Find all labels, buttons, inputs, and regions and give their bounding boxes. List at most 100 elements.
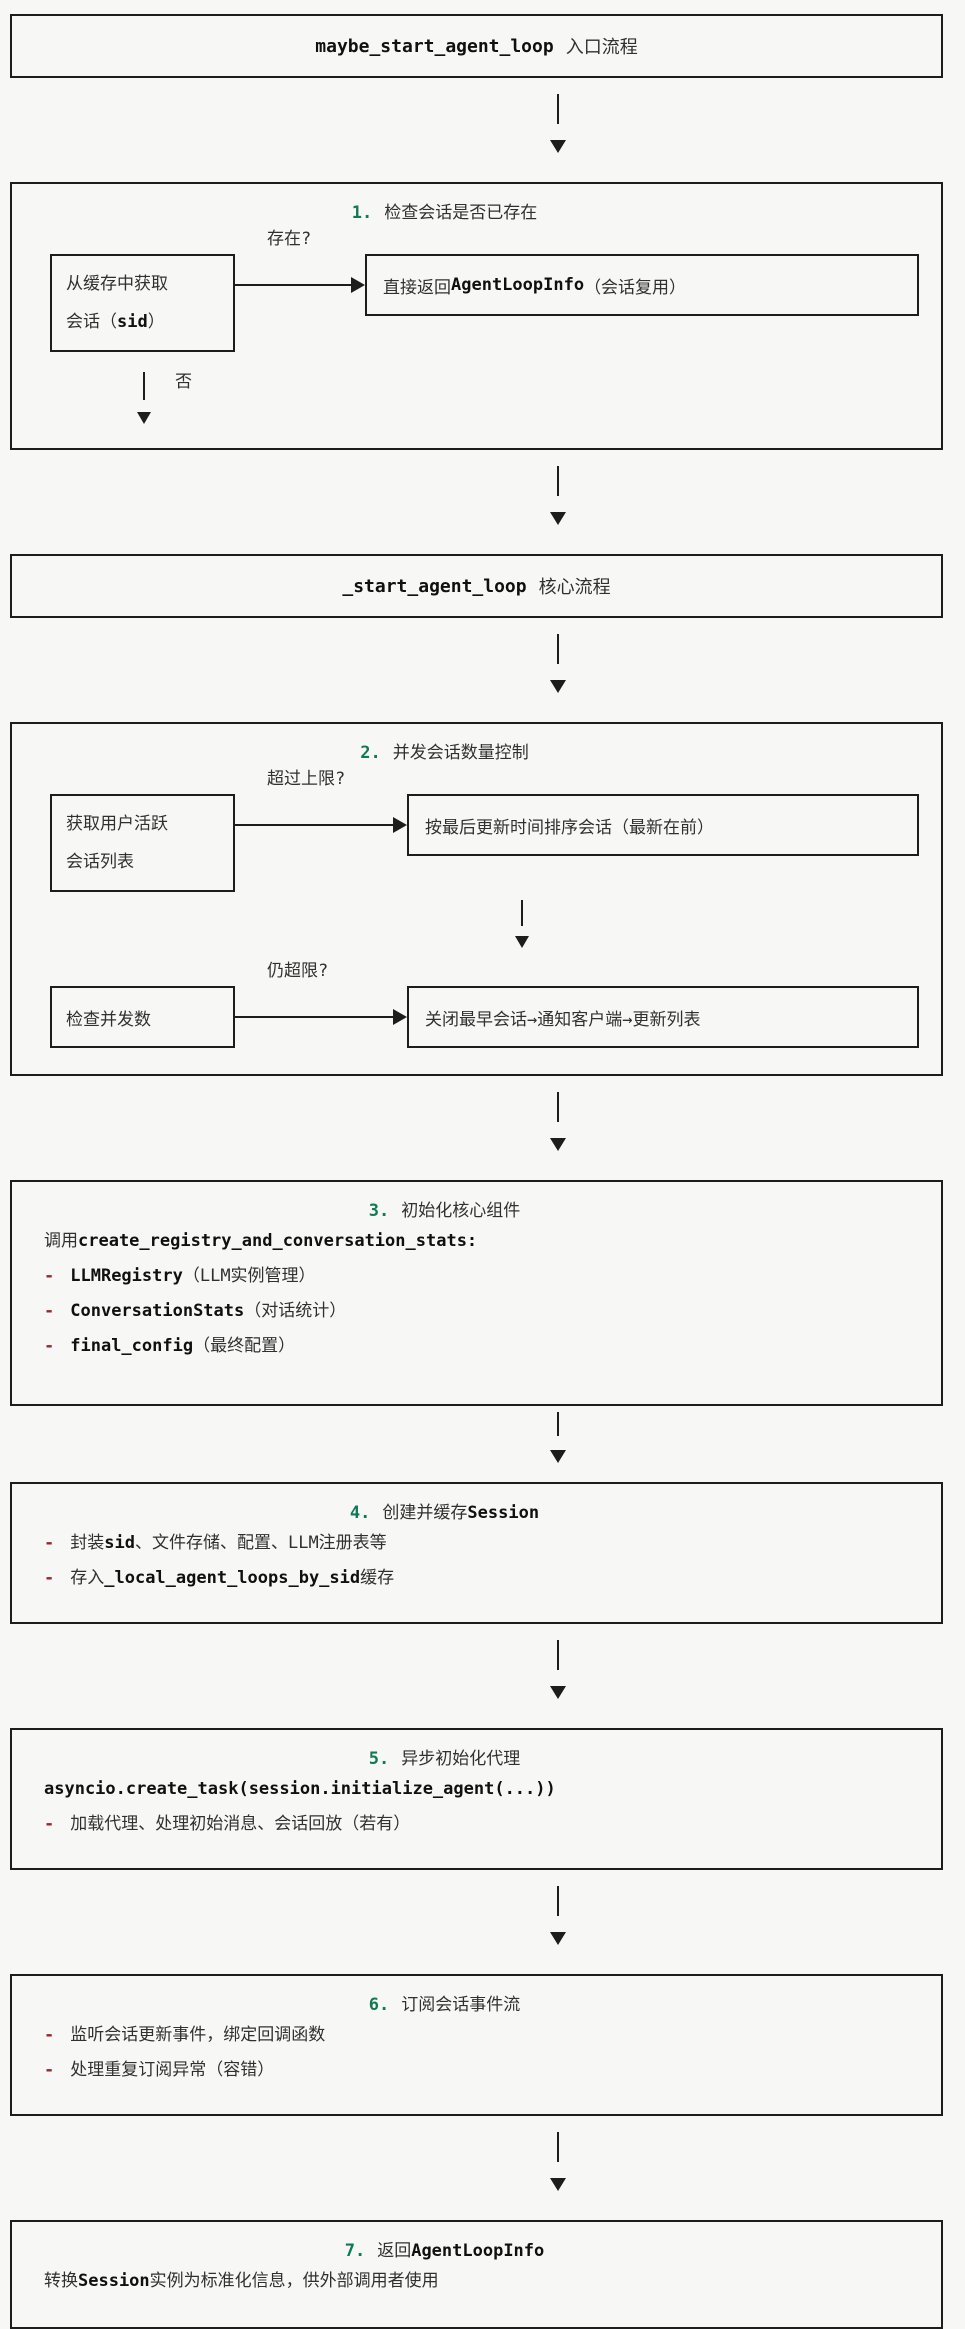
core-flow-code: _start_agent_loop [342, 575, 527, 597]
arrow-shaft [235, 1016, 393, 1018]
bullet-line: -LLMRegistry（LLM实例管理） [44, 1266, 316, 1286]
connector-line [557, 466, 559, 496]
arrow-right-icon [351, 277, 365, 293]
step1-heading: 1. 检查会话是否已存在 [0, 184, 909, 226]
branch-label-still-over: 仍超限? [267, 961, 329, 981]
bullet-line: -处理重复订阅异常（容错） [44, 2060, 275, 2080]
bullet-line: -加载代理、处理初始消息、会话回放（若有） [44, 1814, 411, 1834]
sort-sessions-box: 按最后更新时间排序会话（最新在前） [407, 794, 919, 856]
arrow-right [235, 986, 407, 1048]
arrow-down-icon [550, 1686, 566, 1699]
connector-line [557, 1412, 559, 1436]
arrow-right-icon [393, 1009, 407, 1025]
dash-bullet: - [44, 2025, 55, 2045]
step-title: 初始化核心组件 [401, 1201, 521, 1221]
core-flow-title-box: _start_agent_loop 核心流程 [10, 554, 943, 618]
step-number: 1. [351, 203, 373, 223]
dash-bullet: - [44, 1568, 55, 1588]
step-number: 5. [368, 1749, 390, 1769]
step-title: 创建并缓存 [382, 1503, 468, 1523]
connector-line [557, 634, 559, 664]
step-number: 7. [344, 2241, 366, 2261]
dash-bullet: - [44, 1814, 55, 1834]
branch-label-exists: 存在? [267, 229, 312, 249]
arrow-right-icon [393, 817, 407, 833]
dash-bullet: - [44, 1336, 55, 1356]
arrow-down-icon [550, 2178, 566, 2191]
bullet-line: -存入_local_agent_loops_by_sid缓存 [44, 1568, 395, 1588]
bullet-line: -封装sid、文件存储、配置、LLM注册表等 [44, 1533, 387, 1553]
step-number: 6. [368, 1995, 390, 2015]
check-concurrency-box: 检查并发数 [50, 986, 235, 1048]
step6-box: 6.订阅会话事件流 -监听会话更新事件，绑定回调函数 -处理重复订阅异常（容错） [10, 1974, 943, 2116]
close-session-box: 关闭最早会话→通知客户端→更新列表 [407, 986, 919, 1048]
arrow-down-icon [550, 140, 566, 153]
arrow-down-icon [550, 1450, 566, 1463]
flow-connector [0, 1870, 965, 1974]
dash-bullet: - [44, 1301, 55, 1321]
connector-line [557, 1092, 559, 1122]
arrow-right [235, 254, 365, 316]
step-title: 并发会话数量控制 [392, 743, 529, 763]
arrow-down-icon [550, 1932, 566, 1945]
connector-line [557, 1640, 559, 1670]
step7-body-line: 转换Session实例为标准化信息，供外部调用者使用 [44, 2271, 439, 2291]
sub-connector [12, 892, 941, 958]
step-title: 检查会话是否已存在 [384, 203, 538, 223]
step5-code-line: asyncio.create_task(session.initialize_a… [44, 1779, 556, 1799]
cache-fetch-box: 从缓存中获取 会话（sid） [50, 254, 235, 352]
arrow-down-icon [550, 1138, 566, 1151]
dash-bullet: - [44, 1266, 55, 1286]
arrow-shaft [235, 284, 351, 286]
arrow-down-icon [550, 512, 566, 525]
step-title: 订阅会话事件流 [401, 1995, 521, 2015]
flow-connector [0, 1624, 965, 1728]
bullet-line: -ConversationStats（对话统计） [44, 1301, 347, 1321]
step-number: 3. [368, 1201, 390, 1221]
step6-heading: 6. 订阅会话事件流 [0, 1976, 909, 2018]
connector-line [521, 900, 523, 926]
bullet-line: -final_config（最终配置） [44, 1336, 296, 1356]
connector-line [557, 2132, 559, 2162]
flow-connector [0, 618, 965, 722]
step2-heading: 2. 并发会话数量控制 [0, 724, 909, 766]
branch-label-over-limit: 超过上限? [267, 769, 346, 789]
arrow-down-icon [515, 936, 529, 948]
step-number: 2. [360, 743, 381, 763]
step4-box: 4.创建并缓存Session -封装sid、文件存储、配置、LLM注册表等 -存… [10, 1482, 943, 1624]
entry-flow-label: 入口流程 [565, 37, 638, 58]
step3-box: 3. 初始化核心组件 调用create_registry_and_conversa… [10, 1180, 943, 1406]
arrow-down-icon [550, 680, 566, 693]
cache-fetch-line1: 从缓存中获取 [66, 274, 168, 294]
dash-bullet: - [44, 1533, 55, 1553]
cache-fetch-line2: 会话（sid） [66, 312, 165, 332]
connector-line [143, 372, 145, 400]
step7-heading: 7.返回AgentLoopInfo [344, 2241, 545, 2261]
step5-heading: 5.异步初始化代理 [0, 1730, 909, 1772]
arrow-shaft [235, 824, 393, 826]
step2-row1: 获取用户活跃 会话列表 按最后更新时间排序会话（最新在前） [50, 794, 919, 892]
step-number: 4. [349, 1503, 371, 1523]
dash-bullet: - [44, 2060, 55, 2080]
step7-box: 7.返回AgentLoopInfo 转换Session实例为标准化信息，供外部调… [10, 2220, 943, 2329]
arrow-right [235, 794, 407, 856]
step-title: 返回 [377, 2241, 412, 2261]
step3-heading: 3. 初始化核心组件 [0, 1182, 909, 1224]
arrow-down-icon [137, 412, 151, 424]
connector-line [557, 1886, 559, 1916]
step3-intro-line: 调用create_registry_and_conversation_stats… [44, 1231, 478, 1251]
connector-line [557, 94, 559, 124]
flow-connector [0, 1076, 965, 1180]
flow-connector [0, 78, 965, 182]
step5-box: 5.异步初始化代理 asyncio.create_task(session.in… [10, 1728, 943, 1870]
no-branch-label: 否 [175, 372, 192, 392]
entry-flow-code: maybe_start_agent_loop [315, 35, 554, 57]
entry-flow-title-box: maybe_start_agent_loop 入口流程 [10, 14, 943, 78]
flow-connector [0, 450, 965, 554]
step2-row2: 检查并发数 关闭最早会话→通知客户端→更新列表 [50, 986, 919, 1048]
no-branch-connector: 否 [12, 352, 941, 448]
